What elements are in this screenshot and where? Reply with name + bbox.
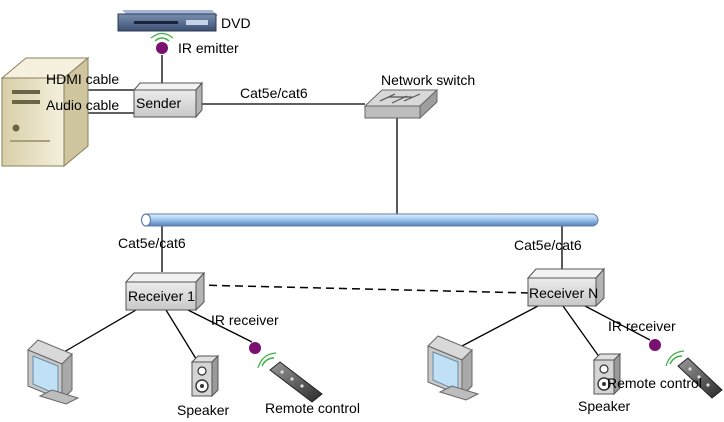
cat-left-label: Cat5e/cat6 xyxy=(118,235,186,251)
ir-receiver-icon xyxy=(649,339,661,351)
sender-label: Sender xyxy=(136,95,182,111)
receiver1-ir-line xyxy=(187,309,253,343)
cat-right-label: Cat5e/cat6 xyxy=(514,237,582,253)
connection-lines xyxy=(63,55,651,363)
receiver-1-label: Receiver 1 xyxy=(128,288,195,304)
cat-top-label: Cat5e/cat6 xyxy=(240,85,308,101)
pc-tower-icon xyxy=(0,56,90,168)
receiverN-ir-line xyxy=(584,305,651,341)
network-switch-icon xyxy=(363,88,439,120)
ir-receiver-n-label: IR receiver xyxy=(608,318,676,334)
ir-emitter-icon xyxy=(150,32,174,54)
speaker-n-label: Speaker xyxy=(578,398,631,414)
dvd-player-icon xyxy=(117,10,218,32)
ethernet-backbone xyxy=(140,213,599,227)
hdmi-cable-label: HDMI cable xyxy=(46,71,120,87)
receiverN-monitor-line xyxy=(461,305,539,347)
receiverN-speaker-line xyxy=(562,305,601,359)
remote-control-n-label: Remote control xyxy=(607,375,702,391)
monitor-icon xyxy=(427,335,480,401)
receiver1-speaker-line xyxy=(165,309,199,363)
speaker-icon xyxy=(592,352,622,396)
ir-emitter-label: IR emitter xyxy=(178,40,239,56)
receiver-n-box xyxy=(526,267,606,308)
ir-receiver-1-label: IR receiver xyxy=(211,312,279,328)
dvd-label: DVD xyxy=(221,15,251,31)
ir-receiver-icon xyxy=(249,342,261,354)
remote-control-icon xyxy=(665,350,723,399)
remote-control-icon xyxy=(257,352,323,403)
remote-control-1-label: Remote control xyxy=(265,400,360,416)
receiver-n-label: Receiver N xyxy=(529,285,599,301)
receiver-1-box xyxy=(124,271,206,312)
speaker-icon xyxy=(190,354,220,398)
monitor-icon xyxy=(27,339,80,405)
receivers-dashed-link xyxy=(195,284,531,294)
sender-box xyxy=(132,81,204,119)
speaker-1-label: Speaker xyxy=(177,402,230,418)
audio-cable-label: Audio cable xyxy=(46,97,120,113)
network-switch-label: Network switch xyxy=(381,72,476,88)
receiver1-monitor-line xyxy=(63,309,137,353)
